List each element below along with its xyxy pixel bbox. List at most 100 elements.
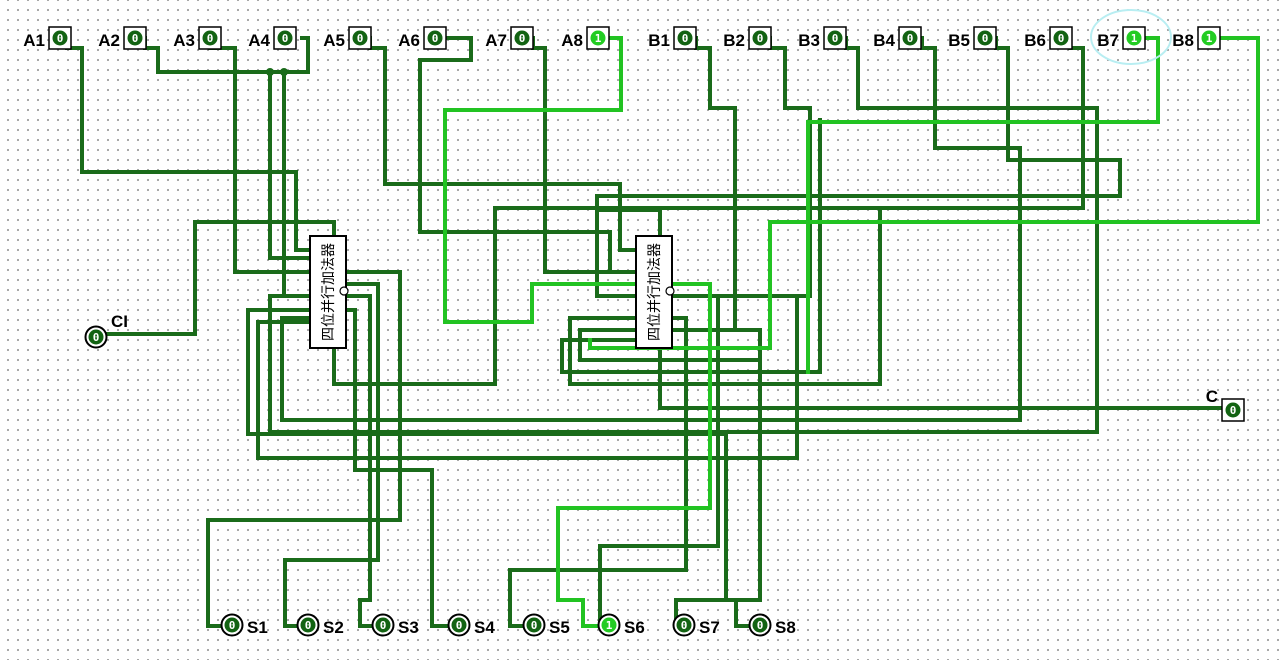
- pin-state-dot: [127, 30, 143, 46]
- wires-active: [443, 36, 1260, 628]
- wire: [670, 36, 812, 298]
- pin-state-dot: [375, 617, 391, 633]
- selection-highlight: [1090, 9, 1172, 65]
- pin-state-dot: [752, 30, 768, 46]
- pin-label: S4: [474, 618, 495, 637]
- pin-label: B8: [1172, 31, 1194, 50]
- pin-value: 0: [681, 619, 688, 632]
- pin-value: 0: [1230, 404, 1237, 417]
- input-pin-b5[interactable]: B5 0: [948, 26, 997, 50]
- pin-label: S8: [775, 618, 796, 637]
- adder-chip-low[interactable]: 四位并行加法器: [309, 235, 349, 349]
- wire: [105, 220, 336, 336]
- input-pin-a8[interactable]: A8 1: [561, 26, 610, 50]
- input-pin-a3[interactable]: A3 0: [173, 26, 222, 50]
- pin-label: A1: [23, 31, 45, 50]
- input-pin-a1[interactable]: A1 0: [23, 26, 72, 50]
- wire-junction-dot: [280, 68, 288, 76]
- pin-state-dot: [352, 30, 368, 46]
- pin-value: 0: [531, 619, 538, 632]
- pin-value: 1: [595, 32, 602, 45]
- wire: [280, 36, 1022, 422]
- pin-value: 0: [305, 619, 312, 632]
- output-pin-s7[interactable]: 0 S7: [672, 613, 720, 638]
- input-pin-a2[interactable]: A2 0: [98, 26, 147, 50]
- wire: [268, 70, 312, 260]
- pin-state-dot: [514, 30, 530, 46]
- pin-label: B2: [723, 31, 745, 50]
- pin-state-dot: [677, 30, 693, 46]
- wire: [206, 270, 402, 628]
- pin-label: A8: [561, 31, 583, 50]
- pin-label: A3: [173, 31, 195, 50]
- adder-chip-low-label: 四位并行加法器: [321, 243, 337, 341]
- pin-value: 0: [757, 619, 764, 632]
- output-pin-s2[interactable]: 0 S2: [296, 613, 344, 638]
- pin-label: A6: [398, 31, 420, 50]
- wire: [658, 346, 1222, 410]
- pin-state-dot: [224, 617, 240, 633]
- pin-state-dot: [902, 30, 918, 46]
- pin-value: 0: [982, 32, 989, 45]
- wire: [598, 294, 720, 628]
- wire-active: [556, 282, 712, 628]
- pin-value: 0: [357, 32, 364, 45]
- pin-state-dot: [827, 30, 843, 46]
- pin-value: 0: [57, 32, 64, 45]
- pin-value: 0: [1058, 32, 1065, 45]
- pin-value: 0: [93, 331, 100, 344]
- pin-label: B4: [873, 31, 895, 50]
- pin-state-dot: [1126, 30, 1142, 46]
- wire: [344, 308, 452, 628]
- pin-state-dot: [977, 30, 993, 46]
- pin-state-dot: [1201, 30, 1217, 46]
- pin-value: 0: [207, 32, 214, 45]
- pin-state-dot: [676, 617, 692, 633]
- adder-chip-high[interactable]: 四位并行加法器: [635, 235, 675, 349]
- pin-value: 0: [132, 32, 139, 45]
- wire: [596, 208, 662, 238]
- pin-label: A2: [98, 31, 120, 50]
- pin-label: S3: [398, 618, 419, 637]
- pin-value: 0: [682, 32, 689, 45]
- pin-label: B5: [948, 31, 970, 50]
- input-pin-a6[interactable]: A6 0: [398, 26, 447, 50]
- carry-out-pin[interactable]: C0: [1206, 387, 1245, 422]
- wire-active: [443, 36, 638, 324]
- pin-value: 0: [229, 619, 236, 632]
- pin-label: C: [1206, 387, 1218, 406]
- wire: [283, 282, 380, 628]
- wire: [268, 36, 1099, 434]
- wire: [568, 206, 882, 386]
- pin-state-dot: [202, 30, 218, 46]
- pin-label: A4: [248, 31, 270, 50]
- pin-label: A5: [323, 31, 345, 50]
- output-pin-s8[interactable]: 0 S8: [748, 613, 796, 638]
- pin-label: S7: [699, 618, 720, 637]
- wire: [670, 328, 762, 628]
- pin-state-dot: [1225, 402, 1241, 418]
- pin-value: 0: [832, 32, 839, 45]
- pin-state-dot: [300, 617, 316, 633]
- pin-label: S2: [323, 618, 344, 637]
- adder-chip-high-label: 四位并行加法器: [647, 243, 663, 341]
- pin-value: 0: [432, 32, 439, 45]
- carry-in-pin[interactable]: 0CI: [84, 312, 129, 349]
- input-pin-a5[interactable]: A5 0: [323, 26, 372, 50]
